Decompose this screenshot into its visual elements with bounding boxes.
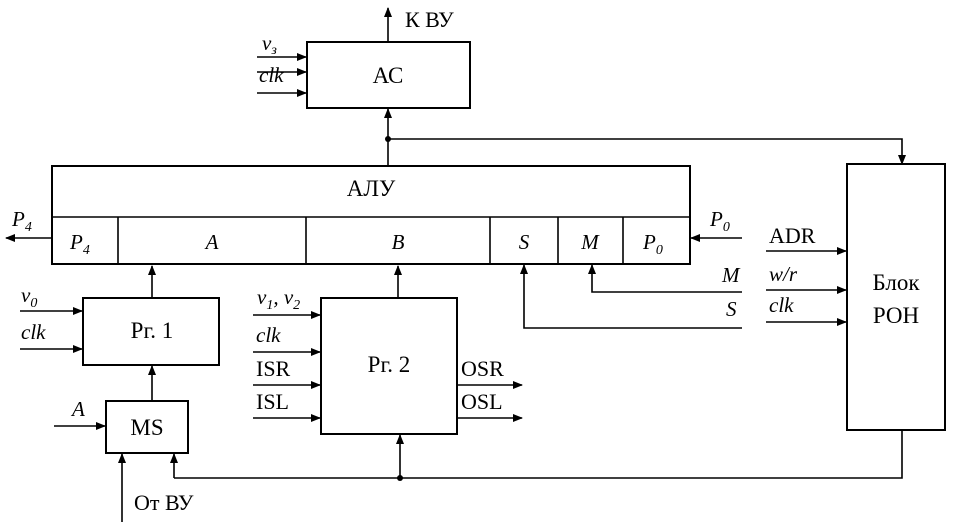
p4-output-label: P4 — [11, 207, 32, 235]
ron-block: Блок РОН — [846, 163, 946, 431]
m-control-line — [588, 264, 742, 293]
register-1-block: Рг. 1 — [82, 297, 220, 366]
ac-block: АС — [306, 41, 471, 109]
ac-clk-label: clk — [259, 63, 284, 87]
register-2-block: Рг. 2 — [320, 297, 458, 435]
rg2-clk-label: clk — [256, 323, 281, 347]
rg2-v-label: v1, v2 — [257, 285, 300, 313]
register-1-label: Рг. 1 — [131, 318, 174, 343]
s-control-line — [520, 264, 742, 329]
alu-field-p4: P4 — [69, 230, 90, 258]
ron-clk-label: clk — [769, 293, 794, 317]
alu-to-ron-bus — [388, 138, 906, 165]
multiplexer-block: MS — [105, 400, 189, 454]
ac-label: АС — [373, 63, 404, 88]
isr-label: ISR — [256, 356, 291, 381]
osr-label: OSR — [461, 356, 504, 381]
alu-label: АЛУ — [347, 176, 396, 201]
multiplexer-label: MS — [130, 415, 163, 440]
alu-field-p0: P0 — [642, 230, 663, 258]
alu-field-b: B — [392, 230, 405, 254]
alu-field-m: M — [580, 230, 600, 254]
m-control-label: M — [721, 263, 741, 287]
alu-block: АЛУ P4 A B S M P0 — [51, 165, 691, 265]
alu-field-a: A — [204, 230, 219, 254]
ron-label-line2: РОН — [873, 303, 919, 328]
rg1-v0-label: v0 — [21, 283, 37, 311]
ron-return-bus — [174, 430, 903, 479]
k-vu-label: К ВУ — [405, 7, 454, 32]
p0-input-label: P0 — [709, 207, 730, 235]
register-2-label: Рг. 2 — [368, 352, 411, 377]
osl-label: OSL — [461, 389, 503, 414]
s-control-label: S — [726, 297, 737, 321]
ot-vu-label: От ВУ — [134, 490, 194, 515]
isl-label: ISL — [256, 389, 289, 414]
rg1-clk-label: clk — [21, 320, 46, 344]
ac-v-label: vз — [262, 31, 277, 58]
bus-junction-dot-bottom — [397, 475, 403, 481]
wr-label: w/r — [769, 262, 798, 286]
ron-label-line1: Блок — [872, 270, 920, 295]
alu-field-s: S — [519, 230, 530, 254]
adr-label: ADR — [769, 223, 816, 248]
ms-a-label: A — [70, 397, 85, 421]
